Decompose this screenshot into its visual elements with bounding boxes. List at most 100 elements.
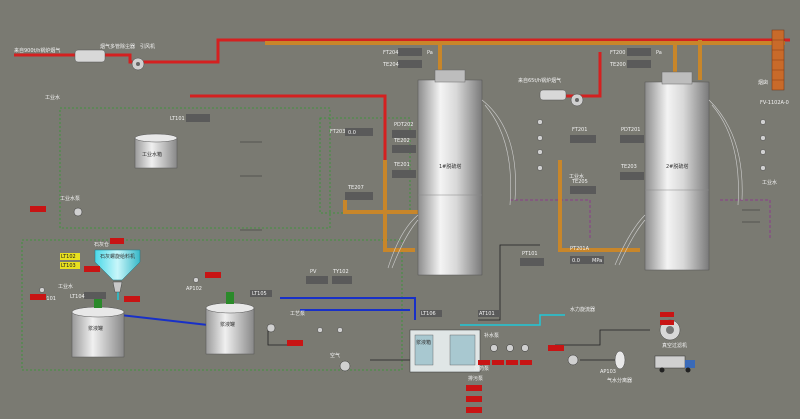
slurry-tank-1[interactable]: 浆液罐 bbox=[71, 306, 125, 358]
tag-te203[interactable]: TE203 bbox=[620, 164, 644, 180]
tag-pt101[interactable]: PT101 bbox=[520, 251, 544, 266]
svg-text:FT203: FT203 bbox=[330, 129, 345, 135]
tag-pdt201[interactable]: PDT201 bbox=[620, 127, 644, 143]
svg-text:FT204: FT204 bbox=[383, 50, 398, 56]
tag-ft200[interactable]: FT200 Pa bbox=[610, 48, 662, 56]
process-lines bbox=[267, 244, 650, 361]
water-pipes bbox=[119, 297, 416, 326]
industrial-water-r1-label: 工业水 bbox=[569, 173, 584, 180]
fan-label: 引风机 bbox=[140, 43, 155, 50]
lime-bucket bbox=[112, 281, 123, 293]
svg-text:LT105: LT105 bbox=[252, 291, 267, 297]
sludge-frames bbox=[510, 199, 771, 240]
mix-pump[interactable] bbox=[266, 323, 276, 333]
desulfurization-tower-1[interactable]: 1#脱硫塔 bbox=[417, 69, 483, 276]
vacuum-pump[interactable] bbox=[567, 354, 579, 366]
tag-at101[interactable]: AT101 bbox=[478, 310, 500, 317]
process-water-tank[interactable]: 工业水箱 bbox=[134, 133, 178, 169]
tag-lt103[interactable]: LT103 bbox=[60, 262, 80, 269]
induced-fan-2[interactable] bbox=[570, 93, 584, 107]
tag-ft204[interactable]: FT204 Pa bbox=[383, 48, 433, 56]
tag-te207[interactable]: TE207 bbox=[345, 185, 373, 200]
chimney-tag: FV-1102A-0 bbox=[760, 100, 789, 106]
chimney[interactable]: 烟囱 FV-1102A-0 bbox=[758, 29, 789, 106]
svg-text:TE200: TE200 bbox=[609, 62, 626, 68]
svg-text:LT106: LT106 bbox=[421, 311, 436, 317]
desulfurizer-label: 烟气多管除尘器 bbox=[100, 43, 135, 50]
tag-pdt202[interactable]: PDT202 bbox=[392, 122, 416, 138]
industrial-water-low-label: 工业水 bbox=[58, 283, 73, 290]
tag-lt102[interactable]: LT102 bbox=[60, 253, 80, 260]
svg-text:PT201A: PT201A bbox=[570, 246, 590, 252]
svg-text:PDT201: PDT201 bbox=[621, 127, 640, 133]
svg-text:PT101: PT101 bbox=[522, 251, 538, 257]
svg-text:TE204: TE204 bbox=[382, 62, 399, 68]
field-instruments bbox=[39, 119, 766, 333]
svg-text:TE202: TE202 bbox=[393, 138, 410, 144]
svg-text:Pa: Pa bbox=[656, 50, 662, 56]
drain-pumps[interactable] bbox=[490, 344, 529, 352]
lime-silo[interactable]: 石灰螺旋给料机 bbox=[94, 238, 141, 281]
slurry-box[interactable]: 浆液箱 bbox=[409, 329, 481, 373]
tag-te200[interactable]: TE200 bbox=[609, 60, 651, 68]
svg-text:LT101: LT101 bbox=[170, 116, 185, 122]
tag-pv[interactable]: PV bbox=[306, 269, 328, 284]
lime-feeder-label: 石灰螺旋给料机 bbox=[100, 253, 135, 260]
dust-collector-2[interactable] bbox=[539, 89, 567, 101]
air-label: 空气 bbox=[330, 352, 340, 359]
multi-tube-dust-collector[interactable] bbox=[74, 49, 106, 63]
truck bbox=[654, 355, 695, 373]
mix-pump-label: 工艺泵 bbox=[290, 311, 305, 317]
tag-ty102[interactable]: TY102 bbox=[332, 269, 352, 284]
tag-lt101[interactable]: LT101 bbox=[170, 114, 210, 122]
slurry-tank-2[interactable]: 浆液罐 bbox=[205, 302, 255, 355]
svg-text:MPa: MPa bbox=[592, 258, 602, 264]
tag-ft201[interactable]: FT201 bbox=[570, 127, 596, 143]
tag-te201[interactable]: TE201 bbox=[392, 162, 416, 178]
svg-text:TE203: TE203 bbox=[620, 164, 637, 170]
tag-te202[interactable]: TE202 bbox=[392, 138, 416, 153]
slurry-tank-2-label: 浆液罐 bbox=[220, 321, 235, 328]
filter-label: 真空过滤机 bbox=[662, 342, 687, 349]
tag-ap101[interactable]: AP101 bbox=[40, 296, 56, 302]
svg-text:FT201: FT201 bbox=[572, 127, 587, 133]
svg-text:TE207: TE207 bbox=[347, 185, 364, 191]
tag-te205[interactable]: TE205 bbox=[570, 179, 596, 194]
process-water-tank-label: 工业水箱 bbox=[142, 151, 162, 158]
svg-text:AP101: AP101 bbox=[40, 296, 56, 302]
air-blower[interactable] bbox=[339, 360, 351, 372]
lime-silo-tag: 石灰仓 bbox=[94, 241, 109, 248]
svg-text:PDT202: PDT202 bbox=[394, 122, 413, 128]
induced-fan-1[interactable] bbox=[131, 57, 145, 71]
tag-lt106[interactable]: LT106 bbox=[420, 310, 442, 317]
svg-text:LT104: LT104 bbox=[70, 294, 85, 300]
industrial-water-pump[interactable] bbox=[73, 207, 83, 217]
flow-arrows bbox=[240, 141, 760, 231]
spiral-stair-2 bbox=[614, 99, 743, 266]
spiral-stair-1 bbox=[387, 99, 516, 269]
mixer-label: 加药泵 bbox=[474, 365, 489, 372]
industrial-water-r2-label: 工业水 bbox=[762, 179, 777, 186]
svg-text:TE205: TE205 bbox=[571, 179, 588, 185]
svg-text:TE201: TE201 bbox=[393, 162, 410, 168]
tag-lt105[interactable]: LT105 bbox=[250, 290, 272, 297]
alarm-indicators bbox=[30, 206, 674, 413]
flue-source-2-label: 来自65t/h锅炉烟气 bbox=[518, 77, 561, 84]
tag-ap102[interactable]: AP102 bbox=[186, 286, 202, 292]
slurry-tank-1-label: 浆液罐 bbox=[88, 325, 103, 332]
svg-text:0.0: 0.0 bbox=[348, 130, 356, 136]
desulfurization-tower-2[interactable]: 2#脱硫塔 bbox=[644, 71, 710, 271]
svg-text:0.0: 0.0 bbox=[572, 258, 580, 264]
tag-lt104[interactable]: LT104 bbox=[70, 292, 106, 300]
svg-text:Pa: Pa bbox=[427, 50, 433, 56]
gas-ring-label: 水力旋流器 bbox=[570, 306, 595, 313]
drain-pump-label: 排污泵 bbox=[468, 375, 483, 382]
svg-text:AP102: AP102 bbox=[186, 286, 202, 292]
svg-text:FT200: FT200 bbox=[610, 50, 625, 56]
separator-vessel[interactable] bbox=[614, 350, 626, 370]
tag-te204[interactable]: TE204 bbox=[382, 60, 422, 68]
oil-pipes bbox=[265, 40, 785, 252]
